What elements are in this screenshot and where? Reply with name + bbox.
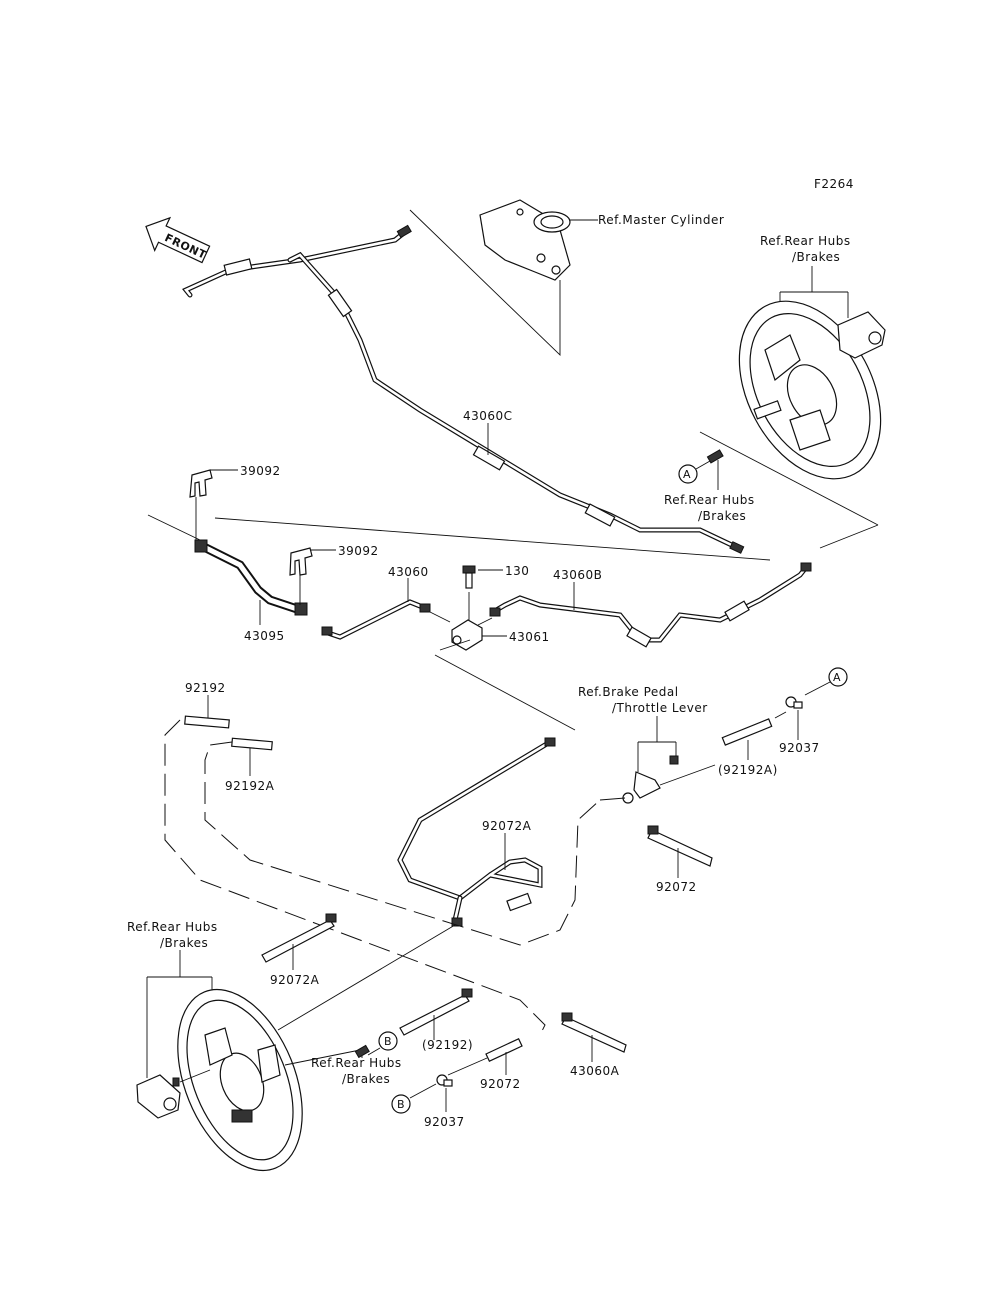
sleeve-92192a-right <box>721 718 773 746</box>
part-label-92072a-left: 92072A <box>270 973 320 987</box>
callout-b-circle <box>378 1031 398 1051</box>
part-label-92192: 92192 <box>185 681 226 695</box>
guide-line-right-end <box>819 524 879 549</box>
cable-tie-92072-mid <box>647 825 713 867</box>
sleeve-92192a <box>231 737 273 751</box>
callout-b2-line <box>409 1083 437 1099</box>
ref-rear-hubs-left-line2: /Brakes <box>160 936 208 950</box>
bleeder-valve-left <box>354 1044 370 1059</box>
brake-line-43060b <box>489 562 812 648</box>
clip-39092-b <box>289 547 313 576</box>
callout-a2-circle <box>828 667 848 687</box>
ref-brake-pedal-line2: /Throttle Lever <box>612 701 708 715</box>
callout-a2-label: A <box>833 671 841 684</box>
part-label-92072-bottom: 43060A <box>570 1064 620 1078</box>
guide-line-mid <box>147 514 771 561</box>
callout-b2-label: B <box>397 1098 405 1111</box>
sleeve-92192-bottom <box>485 1037 523 1063</box>
guide-line-master <box>409 209 561 357</box>
callout-b-label: B <box>384 1035 392 1048</box>
brake-line-43060 <box>321 599 431 640</box>
bracket-rear-hubs-top <box>779 266 849 318</box>
cable-tie-92072-bottom <box>561 1012 627 1053</box>
ref-rear-hubs-bottom-line2: /Brakes <box>342 1072 390 1086</box>
master-cylinder <box>479 199 571 281</box>
cable-right-segment <box>774 711 787 719</box>
parking-cable-right <box>204 741 601 946</box>
clamp-92037-right <box>785 696 803 709</box>
cable-bracket <box>622 755 679 804</box>
clamp-92037-bottom <box>436 1074 453 1087</box>
figure-id: F2264 <box>814 177 854 191</box>
ref-brake-pedal-line1: Ref.Brake Pedal <box>578 685 679 699</box>
bracket-rear-hubs-left <box>146 950 213 1078</box>
part-label-43060: 43060 <box>388 565 429 579</box>
rear-brake-drum-right <box>738 300 882 480</box>
cable-bottom-segment <box>447 1057 488 1076</box>
cable-pedal-line <box>599 764 716 801</box>
guide-joint-to-43060a <box>434 639 576 731</box>
ref-rear-hubs-left-line1: Ref.Rear Hubs <box>127 920 218 934</box>
bracket-brake-pedal <box>637 716 677 772</box>
ref-rear-hubs-top-line2: /Brakes <box>792 250 840 264</box>
part-label-43095: 43095 <box>244 629 285 643</box>
part-label-39092-b: 39092 <box>338 544 379 558</box>
callout-b-line <box>367 1047 381 1056</box>
part-label-92072a-mid: (92192) <box>422 1038 473 1052</box>
callout-a2-line <box>804 681 831 696</box>
guide-line-hub-right <box>699 431 879 526</box>
part-label-92072-mid: 92072 <box>656 880 697 894</box>
guide-43060b-joint <box>477 617 493 626</box>
ref-master-cylinder: Ref.Master Cylinder <box>598 213 724 227</box>
cable-tie-92072a-left <box>261 913 337 963</box>
part-label-92037-bottom: 92037 <box>424 1115 465 1129</box>
brake-line-43060a <box>397 737 556 927</box>
part-label-39092-a: 39092 <box>240 464 281 478</box>
guide-43060-joint <box>429 611 451 623</box>
part-label-43060c: 43060C <box>463 409 513 423</box>
callout-a-line <box>695 460 711 470</box>
ref-rear-hubs-bottom-line1: Ref.Rear Hubs <box>311 1056 402 1070</box>
callout-a-circle <box>678 464 698 484</box>
ref-rear-hubs-mid-line1: Ref.Rear Hubs <box>664 493 755 507</box>
front-direction-arrow: FRONT <box>145 216 211 264</box>
part-label-43060b: 43060B <box>553 568 602 582</box>
guide-lines-left-hub <box>179 924 456 1083</box>
callout-b2-circle <box>391 1094 411 1114</box>
part-label-92192a: 92192A <box>225 779 275 793</box>
part-label-43060a: 92072A <box>482 819 532 833</box>
part-label-92037-right: 92037 <box>779 741 820 755</box>
wheel-cylinder-right <box>837 311 886 359</box>
brake-hose-43095 <box>194 539 308 616</box>
part-label-92192-paren: 92072 <box>480 1077 521 1091</box>
bleeder-valve-right <box>706 449 724 464</box>
clip-39092-a <box>189 469 213 498</box>
part-label-43061: 43061 <box>509 630 550 644</box>
parking-cable-left <box>164 719 546 1036</box>
rear-brake-drum-left <box>177 988 303 1172</box>
part-label-92192a-paren: (92192A) <box>718 763 778 777</box>
brake-line-43060c <box>182 224 745 554</box>
joint-43061 <box>451 619 483 651</box>
cable-tie-92072a-mid <box>399 988 473 1036</box>
ref-rear-hubs-mid-line2: /Brakes <box>698 509 746 523</box>
part-label-130: 130 <box>505 564 529 578</box>
leader-39092-a <box>195 469 238 540</box>
ref-rear-hubs-top-line1: Ref.Rear Hubs <box>760 234 851 248</box>
callout-a-label: A <box>683 468 691 481</box>
wheel-cylinder-left <box>136 1074 181 1119</box>
leader-39092-b <box>299 549 336 605</box>
bolt-130 <box>462 565 476 589</box>
sleeve-92192 <box>184 715 230 729</box>
